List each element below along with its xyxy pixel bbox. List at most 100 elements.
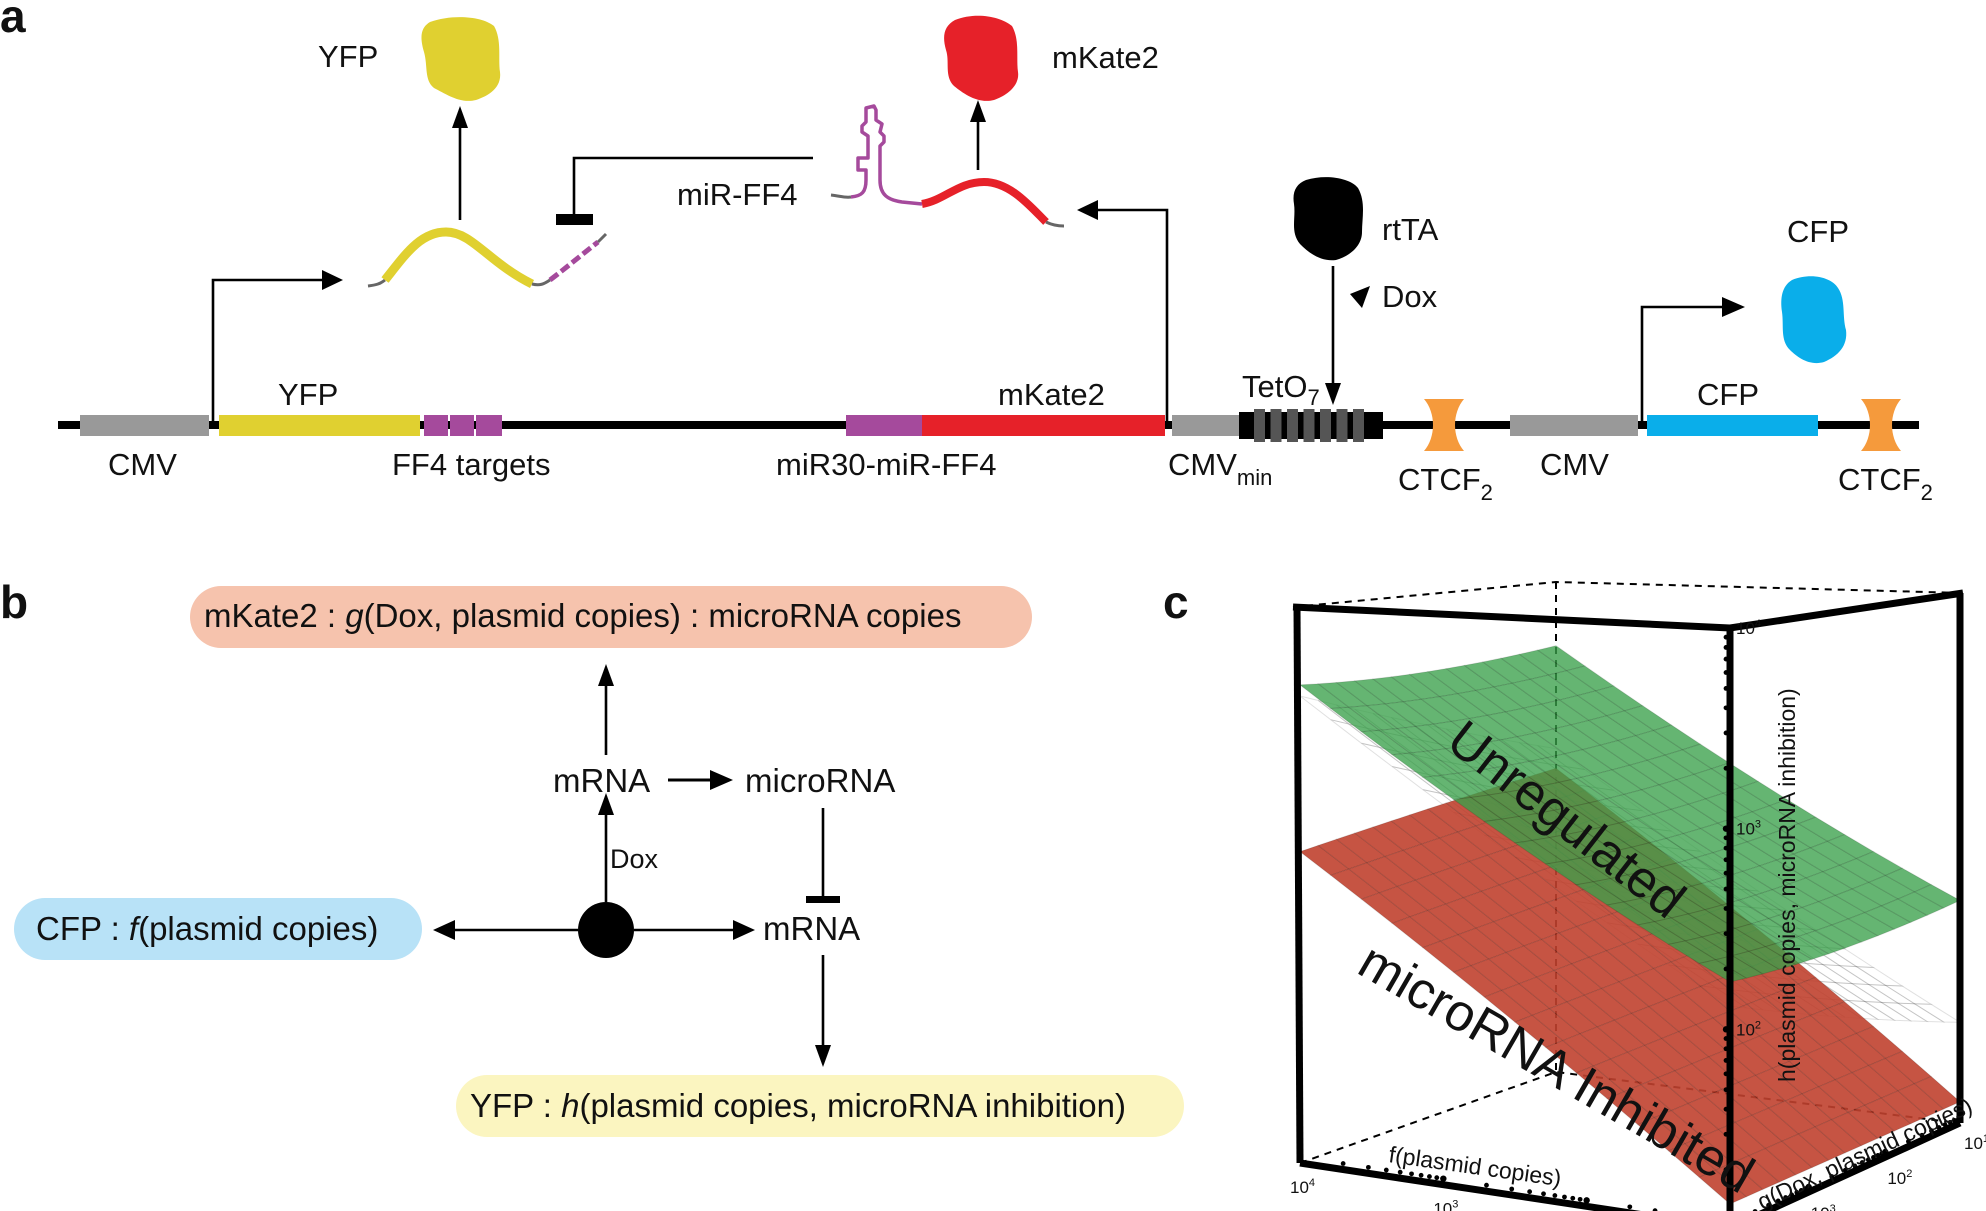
x-axis-tick-label: 104 — [1290, 1177, 1315, 1197]
z-axis-tick-mark — [1723, 870, 1729, 876]
microrna-inhibited-patch — [1821, 963, 1871, 986]
y-axis-tick-mark — [1947, 1120, 1953, 1125]
microrna-inhibited-patch — [1850, 983, 1900, 1004]
rtta-label: rtTA — [1382, 212, 1439, 247]
y-axis-tick-mark — [1829, 1174, 1835, 1179]
microrna-inhibited-patch — [1804, 962, 1855, 985]
cmv-min-sub: min — [1237, 465, 1272, 490]
arrowhead-icon — [1325, 383, 1341, 405]
z-axis-tick-mark — [1723, 1131, 1729, 1137]
x-axis-tick-mark — [1427, 1174, 1432, 1179]
inhibition-bar-icon — [806, 896, 840, 903]
mkate2-gene-block — [922, 415, 1165, 436]
cfp-suffix: (plasmid copies) — [138, 910, 378, 947]
surface-unregulated — [1298, 645, 1962, 983]
microrna-inhibited-patch — [1863, 1000, 1913, 1022]
yfp-output-box — [456, 1075, 1184, 1137]
teto7-operators — [1254, 409, 1364, 442]
y-axis-tick-mark — [1859, 1160, 1865, 1165]
z-axis-tick-label: 103 — [1736, 819, 1761, 839]
teto-operator-block — [1336, 409, 1348, 442]
z-axis-tick-mark — [1723, 670, 1729, 675]
mkate2-gene-label: mKate2 — [998, 377, 1105, 412]
panel-label-c: c — [1163, 576, 1189, 628]
y-axis-tick-mark — [1794, 1190, 1800, 1195]
arrowhead-icon — [970, 100, 986, 122]
x-axis-tick-mark — [1570, 1195, 1576, 1201]
z-axis-label: h(plasmid copies, microRNA inhibition) — [1774, 688, 1800, 1082]
yfp-mrna — [367, 227, 608, 289]
arrowhead-icon — [1722, 297, 1745, 317]
microrna-inhibited-patch — [1361, 742, 1411, 771]
yfp-suffix: (plasmid copies, microRNA inhibition) — [579, 1087, 1126, 1124]
mir30-label: miR30-miR-FF4 — [776, 447, 996, 482]
ctcf-1-label: CTCF2 — [1398, 462, 1493, 505]
x-axis-tick-mark — [1409, 1171, 1414, 1177]
z-axis-tick-mark — [1723, 645, 1729, 650]
ff4-target-site — [476, 415, 502, 436]
microrna-inhibited-patch — [1818, 980, 1867, 1003]
ff4-targets-label: FF4 targets — [392, 447, 551, 482]
y-axis-tick-mark — [1766, 1202, 1771, 1208]
arrowhead-icon — [322, 270, 343, 290]
cmv-promoter-1 — [80, 415, 209, 436]
x-axis-tick-mark — [1577, 1196, 1583, 1202]
x-axis-tick-mark — [1562, 1194, 1567, 1200]
mrna-bottom-node: mRNA — [763, 910, 860, 947]
teto-operator-block — [1303, 409, 1315, 442]
microrna-inhibited-patch — [1883, 984, 1933, 1005]
z-axis-tick-mark — [1723, 705, 1729, 711]
x-axis-tick-mark — [1296, 1153, 1304, 1161]
microrna-inhibited-patch — [1846, 999, 1897, 1021]
mkate2-prefix: mKate2 : — [204, 597, 345, 634]
ctcf-insulator-1 — [1424, 399, 1464, 451]
front-top-edge — [1292, 589, 1964, 632]
x-axis-tick-mark — [1418, 1172, 1424, 1178]
z-axis-tick-mark — [1723, 886, 1729, 892]
teto-operator-block — [1270, 409, 1282, 442]
z-axis-tick-mark — [1723, 931, 1729, 936]
yfp-prefix: YFP : — [470, 1087, 561, 1124]
x-axis-tick-mark — [1552, 1193, 1558, 1198]
dox-triangle-icon — [1350, 286, 1370, 308]
x-axis-tick-mark — [1652, 1208, 1658, 1211]
cmv-2-label: CMV — [1540, 447, 1609, 482]
mkate2-mrna-with-hairpin — [830, 104, 1065, 228]
inhibition-bar-icon — [556, 214, 593, 225]
microrna-inhibited-patch — [1896, 1002, 1946, 1023]
teto7-label: TetO7 — [1242, 369, 1320, 410]
yfp-protein-label: YFP — [318, 39, 378, 74]
z-axis-tick-mark — [1723, 906, 1729, 911]
x-axis-tick-mark — [1440, 1175, 1447, 1182]
y-axis-tick-mark — [1775, 1198, 1781, 1204]
ctcf-2-label: CTCF2 — [1838, 462, 1933, 505]
y-axis-tick-label: 101 — [1964, 1133, 1986, 1153]
z-axis-tick-mark — [1723, 845, 1729, 851]
y-axis-tick-mark — [1875, 1152, 1881, 1158]
cmv-promoter-2 — [1510, 415, 1638, 436]
arrowhead-icon — [733, 920, 755, 940]
z-axis-tick-label: 102 — [1736, 1019, 1761, 1039]
mkate2-func: g — [345, 597, 364, 634]
rtta-protein — [1293, 177, 1363, 261]
yfp-protein — [421, 17, 501, 101]
y-axis-tick-label: 102 — [1887, 1168, 1912, 1188]
y-axis-tick-mark — [1871, 1155, 1876, 1160]
mir-ff4-label: miR-FF4 — [677, 177, 798, 212]
z-axis-tick-mark — [1722, 1026, 1730, 1033]
cfp-gene-label: CFP — [1697, 377, 1759, 412]
x-axis-tick-mark — [1340, 1161, 1346, 1166]
z-axis-tick-mark — [1723, 857, 1729, 863]
cmv-min-promoter — [1172, 415, 1239, 436]
y-axis-tick-mark — [1906, 1139, 1911, 1144]
y-axis-tick-mark — [1789, 1192, 1795, 1198]
z-axis-tick-mark — [1723, 1046, 1729, 1052]
mrna-top-node: mRNA — [553, 762, 650, 799]
y-axis-tick-mark — [1865, 1157, 1871, 1163]
arrowhead-icon — [433, 920, 455, 940]
microrna-inhibited-patch — [1391, 766, 1441, 794]
y-axis-ticks: 104103102101 — [1752, 1116, 1986, 1211]
z-axis-tick-mark — [1723, 966, 1729, 972]
